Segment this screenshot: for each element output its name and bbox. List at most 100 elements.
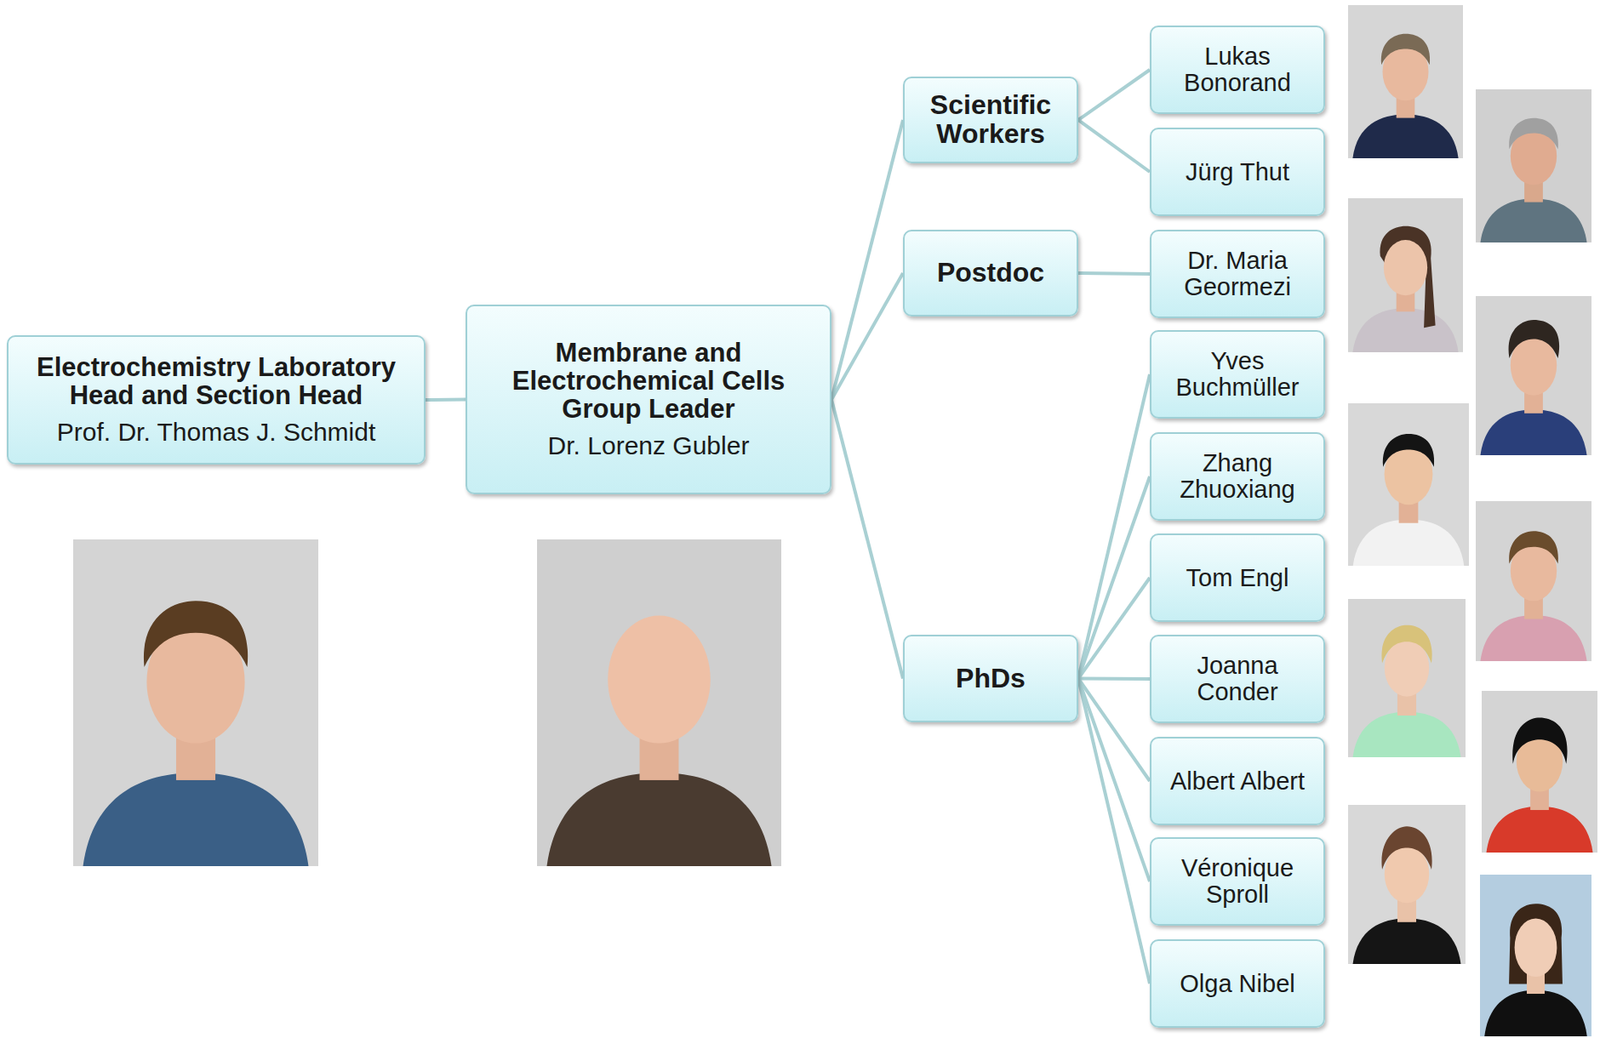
photo-head	[1514, 918, 1558, 978]
portrait-photo	[1348, 198, 1463, 353]
org-connector	[425, 398, 466, 403]
leader-box: Membrane and Electrochemical Cells Group…	[465, 304, 832, 495]
photo-shirt	[546, 772, 772, 867]
photo-ground	[1348, 599, 1466, 758]
portrait-photo	[1348, 805, 1466, 965]
leader-box: Electrochemistry Laboratory Head and Sec…	[6, 335, 426, 465]
org-connector	[1078, 679, 1150, 985]
portrait-photo	[1481, 691, 1598, 853]
box-title: Joanna Conder	[1163, 652, 1312, 705]
box-title: Jürg Thut	[1185, 159, 1290, 186]
portrait-photo	[1475, 89, 1592, 243]
member-box: Véronique Sproll	[1149, 837, 1326, 926]
box-title: Scientific Workers	[916, 91, 1065, 149]
photo-shirt	[1480, 410, 1587, 456]
photo-shirt	[1485, 806, 1593, 853]
box-title: Membrane and Electrochemical Cells Group…	[479, 339, 818, 424]
category-box: PhDs	[902, 634, 1079, 723]
org-connector	[1078, 69, 1150, 120]
portrait-photo	[73, 539, 319, 867]
box-title: Tom Engl	[1186, 565, 1290, 592]
photo-hair	[1380, 226, 1436, 329]
photo-shirt	[1352, 308, 1458, 353]
portrait-photo	[1348, 403, 1469, 566]
member-box: Albert Albert	[1149, 737, 1326, 826]
member-box: Dr. Maria Geormezi	[1149, 229, 1326, 319]
photo-shirt	[1480, 199, 1587, 243]
photo-ground	[1480, 874, 1592, 1037]
photo-hair	[1508, 118, 1559, 150]
org-connector	[1078, 677, 1150, 682]
box-title: Lukas Bonorand	[1163, 43, 1312, 96]
photo-shirt	[1484, 990, 1588, 1037]
photo-ground	[1475, 89, 1592, 243]
box-title: Zhang Zhuoxiang	[1163, 450, 1312, 503]
photo-head	[1383, 240, 1428, 296]
org-connector	[831, 120, 903, 400]
org-connector	[1078, 273, 1150, 275]
photo-hair	[1382, 434, 1435, 468]
box-title: Postdoc	[937, 258, 1045, 288]
photo-shirt	[1480, 615, 1587, 662]
photo-hair	[1381, 625, 1432, 664]
photo-ground	[1348, 198, 1463, 353]
photo-ground	[1475, 296, 1592, 456]
member-box: Tom Engl	[1149, 533, 1326, 623]
photo-hair	[1381, 826, 1432, 870]
member-box: Olga Nibel	[1149, 939, 1326, 1029]
photo-ground	[1348, 805, 1466, 965]
org-connector	[831, 400, 903, 680]
member-box: Yves Buchmüller	[1149, 330, 1326, 419]
portrait-photo	[537, 539, 782, 867]
photo-ground	[537, 539, 782, 867]
photo-hair	[1512, 717, 1567, 764]
portrait-photo	[1348, 599, 1466, 758]
box-title: Dr. Maria Geormezi	[1163, 247, 1312, 300]
box-title: Olga Nibel	[1179, 971, 1295, 998]
photo-shirt	[1352, 114, 1458, 159]
photo-shirt	[1353, 919, 1462, 965]
org-connector	[1078, 476, 1150, 680]
photo-hair	[1508, 531, 1559, 564]
person-name: Dr. Lorenz Gubler	[548, 432, 750, 460]
person-name: Prof. Dr. Thomas J. Schmidt	[57, 418, 377, 446]
member-box: Jürg Thut	[1149, 127, 1326, 217]
photo-ground	[73, 539, 319, 867]
box-title: Electrochemistry Laboratory Head and Sec…	[20, 354, 412, 411]
photo-hair	[1508, 320, 1560, 359]
box-title: Véronique Sproll	[1163, 855, 1312, 908]
org-connector	[1078, 679, 1150, 883]
box-title: Yves Buchmüller	[1163, 348, 1312, 400]
photo-head	[1384, 640, 1429, 698]
category-box: Scientific Workers	[902, 76, 1079, 164]
org-connector	[1078, 120, 1150, 172]
photo-hair	[1381, 34, 1430, 66]
member-box: Joanna Conder	[1149, 634, 1326, 724]
member-box: Lukas Bonorand	[1149, 25, 1326, 115]
photo-shirt	[83, 772, 309, 867]
category-box: Postdoc	[902, 229, 1079, 317]
box-title: PhDs	[955, 664, 1026, 694]
photo-ground	[1475, 501, 1592, 662]
org-connector	[1078, 374, 1150, 680]
org-connector	[1078, 577, 1150, 680]
portrait-photo	[1475, 296, 1592, 456]
portrait-photo	[1480, 874, 1592, 1037]
photo-hair	[1508, 903, 1563, 984]
box-title: Albert Albert	[1170, 768, 1305, 795]
photo-ground	[1348, 403, 1469, 566]
photo-ground	[1481, 691, 1598, 853]
member-box: Zhang Zhuoxiang	[1149, 432, 1326, 521]
portrait-photo	[1348, 5, 1463, 159]
photo-hair	[143, 600, 248, 668]
photo-shirt	[1353, 519, 1465, 566]
photo-head	[607, 615, 711, 743]
org-connector	[831, 273, 903, 400]
photo-head	[1384, 845, 1429, 903]
photo-shirt	[1353, 712, 1462, 758]
photo-ground	[1348, 5, 1463, 159]
portrait-photo	[1475, 501, 1592, 662]
